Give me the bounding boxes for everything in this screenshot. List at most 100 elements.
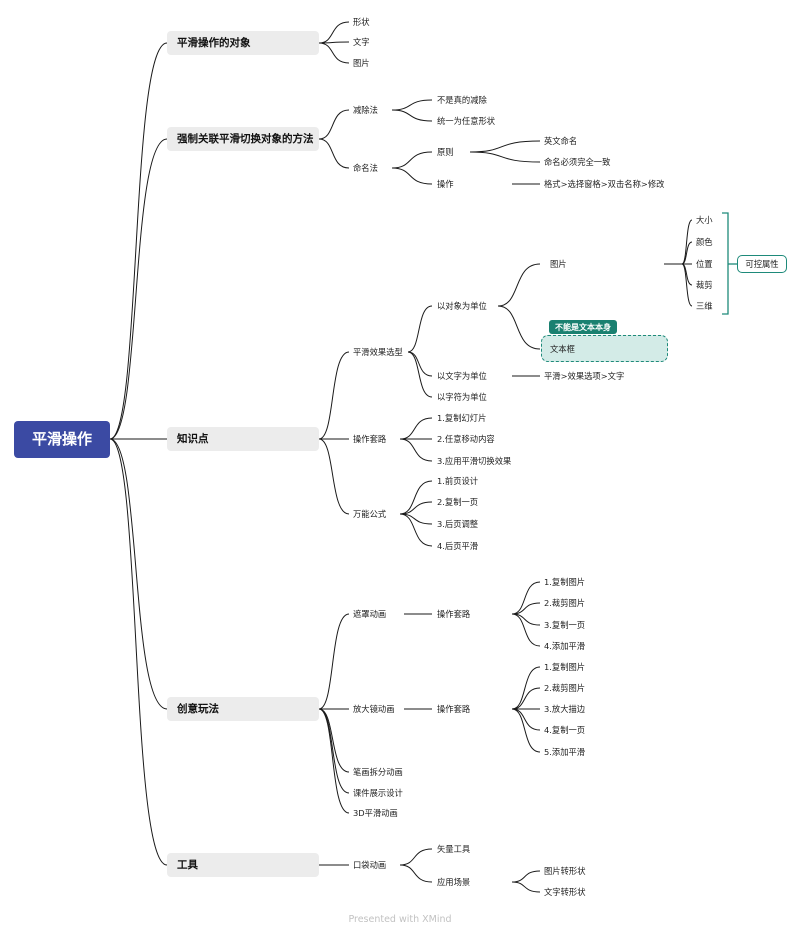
connector-pocket [399, 864, 433, 883]
leaf-mask-2[interactable]: 2.裁剪图片 [544, 598, 586, 608]
leaf-position[interactable]: 位置 [696, 259, 713, 269]
leaf-formula-2[interactable]: 2.复制一页 [437, 497, 479, 507]
leaf-name-identical[interactable]: 命名必须完全一致 [544, 157, 611, 167]
summary-controllable-attributes[interactable]: 可控属性 [737, 255, 787, 273]
connector-picture-attrs [681, 241, 693, 265]
leaf-color[interactable]: 颜色 [696, 237, 713, 247]
connector-root [109, 138, 168, 440]
node-by-word[interactable]: 以文字为单位 [437, 371, 487, 381]
connector-creative [318, 708, 350, 794]
connector-picture-attrs [681, 263, 693, 307]
connector-naming [391, 167, 433, 185]
connector-by-object [497, 305, 541, 350]
leaf-formula-1[interactable]: 1.前页设计 [437, 476, 479, 486]
node-naming[interactable]: 命名法 [353, 163, 378, 173]
leaf-magnifier-4[interactable]: 4.复制一页 [544, 725, 586, 735]
connector-scenes [511, 881, 541, 893]
connector-root [109, 438, 168, 710]
leaf-routine-2[interactable]: 2.任意移动内容 [437, 434, 495, 444]
leaf-picture-to-shape[interactable]: 图片转形状 [544, 866, 586, 876]
leaf-formula-4[interactable]: 4.后页平滑 [437, 541, 479, 551]
connector-magnifier-steps [511, 708, 541, 731]
node-subtract[interactable]: 减除法 [353, 105, 378, 115]
connector-routine [399, 417, 433, 440]
node-textbox[interactable]: 文本框 [550, 344, 575, 354]
connector-magnifier-steps [511, 666, 541, 710]
node-operation[interactable]: 操作 [437, 179, 454, 189]
connector-creative [318, 708, 350, 814]
leaf-routine-1[interactable]: 1.复制幻灯片 [437, 413, 487, 423]
connector-effect [407, 351, 433, 398]
connector-root [109, 438, 168, 866]
leaf-crop[interactable]: 裁剪 [696, 280, 713, 290]
connector-effect [407, 305, 433, 353]
leaf-magnifier-2[interactable]: 2.裁剪图片 [544, 683, 586, 693]
node-mask-routine[interactable]: 操作套路 [437, 609, 471, 619]
connector-root [109, 42, 168, 440]
leaf-magnifier-5[interactable]: 5.添加平滑 [544, 747, 586, 757]
leaf-formula-3[interactable]: 3.后页调整 [437, 519, 479, 529]
leaf-english-name[interactable]: 英文命名 [544, 136, 578, 146]
node-magnifier-animation[interactable]: 放大镜动画 [353, 704, 395, 714]
node-by-object[interactable]: 以对象为单位 [437, 301, 487, 311]
leaf-shape[interactable]: 形状 [353, 17, 370, 27]
topic-objects[interactable]: 平滑操作的对象 [167, 31, 319, 55]
leaf-magnifier-3[interactable]: 3.放大描边 [544, 704, 586, 714]
connector-mask-steps [511, 581, 541, 615]
node-magnifier-routine[interactable]: 操作套路 [437, 704, 471, 714]
leaf-courseware-design[interactable]: 课件展示设计 [353, 788, 403, 798]
summary-bracket [722, 212, 729, 315]
connector-creative [318, 708, 350, 773]
connector-objects [318, 42, 350, 64]
topic-tools[interactable]: 工具 [167, 853, 319, 877]
connector-picture-attrs [681, 219, 693, 265]
connector-formula [399, 480, 433, 515]
leaf-operation-path[interactable]: 格式>选择窗格>双击名称>修改 [544, 179, 665, 189]
topic-knowledge[interactable]: 知识点 [167, 427, 319, 451]
connector-formula [399, 513, 433, 547]
leaf-picture[interactable]: 图片 [353, 58, 370, 68]
leaf-3d-smooth-animation[interactable]: 3D平滑动画 [353, 808, 398, 818]
leaf-3d[interactable]: 三维 [696, 301, 713, 311]
leaf-magnifier-1[interactable]: 1.复制图片 [544, 662, 586, 672]
leaf-unify-shape[interactable]: 统一为任意形状 [437, 116, 496, 126]
leaf-size[interactable]: 大小 [696, 215, 713, 225]
node-scenes[interactable]: 应用场景 [437, 877, 471, 887]
leaf-text[interactable]: 文字 [353, 37, 370, 47]
connector-routine [399, 438, 433, 462]
footer-watermark: Presented with XMind [348, 914, 452, 925]
topic-creative[interactable]: 创意玩法 [167, 697, 319, 721]
leaf-word-option-path[interactable]: 平滑>效果选项>文字 [544, 371, 625, 381]
connector-mask-steps [511, 602, 541, 615]
node-formula[interactable]: 万能公式 [353, 509, 387, 519]
connector-by-object [497, 263, 541, 307]
topic-method[interactable]: 强制关联平滑切换对象的方法 [167, 127, 319, 151]
node-mask-animation[interactable]: 遮罩动画 [353, 609, 387, 619]
leaf-text-to-shape[interactable]: 文字转形状 [544, 887, 586, 897]
connector-formula [399, 501, 433, 515]
leaf-stroke-split-animation[interactable]: 笔画拆分动画 [353, 767, 403, 777]
node-pocket-animation[interactable]: 口袋动画 [353, 860, 387, 870]
root-topic[interactable]: 平滑操作 [14, 421, 110, 458]
leaf-not-real-subtract[interactable]: 不是真的减除 [437, 95, 487, 105]
leaf-mask-4[interactable]: 4.添加平滑 [544, 641, 586, 651]
node-principle[interactable]: 原则 [437, 147, 454, 157]
textbox-node-frame[interactable] [541, 335, 668, 362]
connector-creative [318, 613, 350, 710]
leaf-vector-tool[interactable]: 矢量工具 [437, 844, 471, 854]
connector-mask-steps [511, 613, 541, 626]
node-picture[interactable]: 图片 [550, 259, 567, 269]
connector-picture-attrs [681, 263, 693, 286]
node-effect-selection[interactable]: 平滑效果选型 [353, 347, 403, 357]
connector-subtract [391, 99, 433, 111]
connector-objects [318, 21, 350, 44]
leaf-mask-3[interactable]: 3.复制一页 [544, 620, 586, 630]
node-routine[interactable]: 操作套路 [353, 434, 387, 444]
node-by-char[interactable]: 以字符为单位 [437, 392, 487, 402]
note-label-not-text-itself: 不能是文本本身 [549, 320, 617, 334]
connector-naming [391, 151, 433, 169]
leaf-mask-1[interactable]: 1.复制图片 [544, 577, 586, 587]
leaf-routine-3[interactable]: 3.应用平滑切换效果 [437, 456, 512, 466]
